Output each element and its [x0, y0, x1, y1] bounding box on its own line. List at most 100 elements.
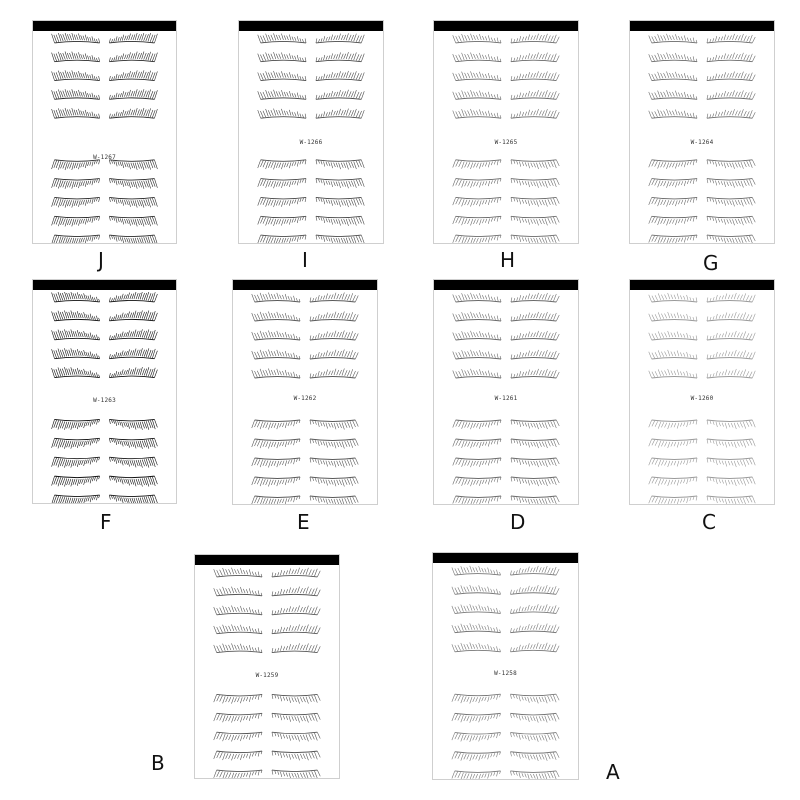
lash-strip	[51, 51, 100, 63]
lash-strip	[510, 292, 560, 303]
sheet-header-bar	[434, 280, 578, 290]
lash-strip	[510, 196, 560, 207]
lash-sheet-b: W-1259	[194, 554, 340, 779]
lash-strip	[109, 475, 158, 487]
lash-strip	[109, 348, 158, 360]
lash-strip	[706, 438, 756, 449]
lash-strip	[706, 292, 756, 303]
lash-strip	[451, 604, 501, 614]
lash-strip	[648, 108, 698, 119]
lash-strip	[309, 330, 359, 341]
lash-strip	[109, 367, 158, 379]
lash-strip	[451, 584, 501, 595]
lash-strip	[251, 457, 301, 468]
lash-strip	[109, 159, 158, 171]
lash-strip	[309, 419, 359, 430]
lash-strip	[706, 330, 756, 341]
lash-strip	[213, 643, 263, 654]
lash-strip	[109, 494, 158, 503]
lash-strip	[315, 33, 365, 44]
lash-strip	[706, 52, 756, 63]
lash-strip	[510, 90, 560, 100]
lash-strip	[315, 52, 365, 63]
lash-strip	[309, 292, 359, 303]
lash-strip	[51, 292, 100, 303]
lash-strip	[257, 215, 307, 226]
product-code: W-1260	[690, 395, 714, 402]
sheet-header-bar	[195, 555, 339, 565]
lash-strip	[109, 234, 158, 243]
lash-strip	[109, 33, 158, 44]
lash-strip	[510, 457, 560, 468]
lash-strip	[109, 178, 158, 189]
lash-strip	[213, 693, 263, 704]
lash-sheet-h: W-1265	[433, 20, 579, 244]
lash-strip	[251, 438, 301, 449]
lash-strip	[213, 750, 263, 761]
lash-strip	[706, 178, 756, 188]
lash-strip	[706, 90, 756, 100]
lash-strip	[309, 457, 359, 468]
lash-strip	[51, 310, 100, 322]
lash-strip	[251, 419, 301, 430]
lash-strip	[315, 215, 365, 226]
lash-strip	[648, 33, 698, 44]
lash-strip	[706, 109, 756, 119]
lash-strip	[510, 368, 560, 379]
lash-strip	[309, 368, 359, 379]
lash-strip	[510, 476, 560, 487]
lash-strip	[271, 567, 321, 578]
lash-strip	[451, 751, 501, 762]
lash-strip	[271, 643, 321, 654]
lash-strip	[451, 623, 501, 634]
product-code: W-1258	[494, 670, 517, 677]
product-code: W-1264	[690, 139, 714, 146]
lash-strip	[51, 475, 100, 487]
lash-strip	[213, 624, 263, 635]
lash-strip	[451, 642, 501, 653]
lash-strip	[452, 178, 502, 188]
lash-strip	[271, 750, 321, 761]
lash-strip	[452, 159, 502, 170]
lash-strip	[510, 495, 560, 504]
lash-rows-image	[33, 33, 176, 243]
lash-strip	[510, 419, 560, 430]
sheet-header-bar	[630, 21, 774, 31]
lash-rows-image	[433, 565, 578, 779]
lash-strip	[109, 437, 158, 449]
lash-sheet-d: W-1261	[433, 279, 579, 505]
sheet-header-bar	[33, 21, 176, 31]
panel-label-h: H	[500, 248, 516, 272]
lash-strip	[452, 438, 502, 449]
lash-illustration	[452, 292, 560, 504]
lash-sheet-f: W-1263	[32, 279, 177, 504]
lash-rows-image	[434, 292, 578, 504]
lash-strip	[648, 196, 698, 207]
lash-sheet-e: W-1262	[232, 279, 378, 505]
lash-strip	[109, 89, 158, 100]
lash-strip	[706, 419, 756, 430]
lash-rows-image	[434, 33, 578, 243]
lash-strip	[257, 108, 307, 119]
lash-strip	[257, 196, 307, 208]
lash-strip	[452, 457, 502, 468]
lash-strip	[271, 624, 321, 635]
lash-strip	[648, 178, 698, 188]
lash-sheet-i: W-1266	[238, 20, 384, 244]
lash-sheet-c: W-1260	[629, 279, 775, 505]
lash-strip	[451, 712, 501, 723]
lash-illustration	[451, 565, 560, 779]
lash-strip	[271, 605, 321, 616]
lash-strip	[648, 457, 698, 468]
product-code: W-1261	[494, 395, 518, 402]
lash-sheet-j: W-1267	[32, 20, 177, 244]
lash-strip	[51, 178, 100, 189]
lash-strip	[51, 437, 100, 449]
lash-strip	[251, 330, 301, 341]
lash-strip	[51, 89, 100, 100]
sheet-header-bar	[630, 280, 774, 290]
lash-strip	[51, 33, 100, 44]
panel-label-b: B	[151, 751, 165, 775]
lash-strip	[510, 52, 560, 63]
panel-label-g: G	[703, 251, 719, 275]
